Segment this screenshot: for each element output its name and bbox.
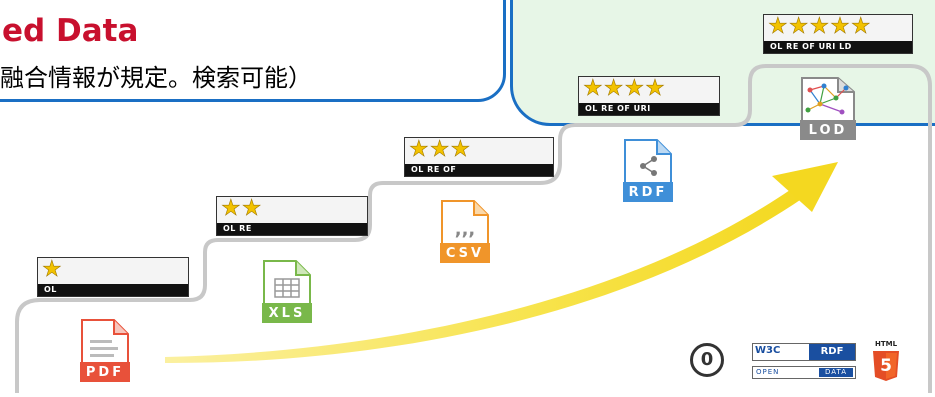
star-rating-icon: ★★★★ (583, 76, 666, 101)
file-type-label: RDF (628, 185, 668, 200)
html5-shield-icon (873, 351, 899, 381)
badge-five-stars: ★★★★★ OL RE OF URI LD (763, 14, 913, 54)
star-rating-icon: ★★★★★ (768, 14, 872, 39)
star-rating-icon: ★★ (221, 196, 263, 221)
rdf-text: RDF (809, 344, 855, 360)
staircase-outline (15, 64, 932, 393)
share-nodes-icon (623, 139, 673, 202)
badge-label: OL RE (217, 223, 367, 235)
badge-label: OL RE OF URI (579, 103, 719, 115)
progress-arrow-head (772, 162, 838, 212)
star-rating-icon: ★ (42, 257, 63, 282)
badge-label: OL RE OF (405, 164, 553, 176)
badge-two-stars: ★★ OL RE (216, 196, 368, 236)
pdf-file-icon: PDF (80, 318, 130, 382)
xls-file-icon: XLS (262, 259, 312, 323)
badge-four-stars: ★★★★ OL RE OF URI (578, 76, 720, 116)
title-japanese: 融合情報が規定。検索可能） (0, 64, 312, 92)
quote-marks-icon: ,,, (440, 200, 490, 263)
badge-label: OL (38, 284, 188, 296)
star-rating-icon: ★★★ (409, 137, 472, 162)
w3c-rdf-logo: W3C RDF (752, 343, 856, 361)
html5-number: 5 (880, 356, 892, 376)
w3c-text: W3C (755, 345, 781, 356)
file-type-label: XLS (268, 306, 306, 321)
file-type-label: LOD (808, 123, 848, 138)
badge-one-star: ★ OL (37, 257, 189, 297)
badge-three-stars: ★★★ OL RE OF (404, 137, 554, 177)
html5-logo: HTML 5 (868, 340, 904, 382)
linked-graph-icon (800, 77, 856, 140)
progress-arrow-body (165, 190, 803, 364)
file-type-label: PDF (85, 365, 125, 380)
creative-commons-zero-icon: 0 (690, 343, 724, 377)
data-text: DATA (818, 368, 853, 377)
file-type-label: CSV (445, 246, 485, 261)
html-text: HTML (874, 340, 898, 348)
document-lines-icon (80, 319, 130, 382)
title-english: ed Data (2, 13, 139, 49)
title-box (0, 0, 506, 102)
rdf-file-icon: RDF (623, 138, 673, 202)
open-data-logo: OPEN DATA (752, 366, 856, 379)
badge-label: OL RE OF URI LD (764, 41, 912, 53)
open-text: OPEN (756, 368, 780, 376)
spreadsheet-grid-icon (262, 260, 312, 323)
csv-file-icon: ,,, CSV (440, 199, 490, 263)
svg-text:,,,: ,,, (455, 219, 476, 240)
lod-file-icon: LOD (800, 76, 856, 140)
